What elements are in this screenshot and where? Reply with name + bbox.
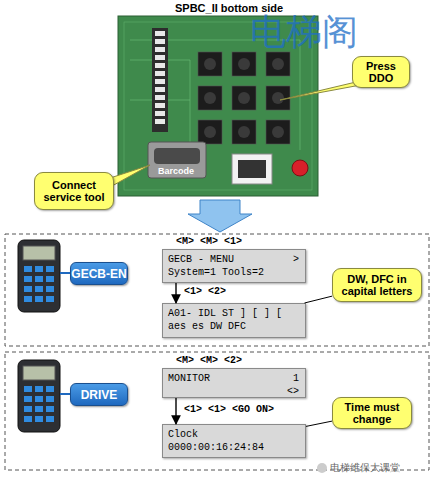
- connector: [175, 283, 176, 303]
- panel-frame: [5, 234, 429, 346]
- node-text: MONITOR: [168, 372, 300, 385]
- key-sequence: <M> <M> <2>: [176, 355, 242, 366]
- lcd-screen: MONITOR1<>: [162, 368, 306, 398]
- device-tag: GECB-EN: [70, 262, 128, 285]
- connector-label: Barcode: [158, 166, 194, 176]
- node-text: 1: [293, 372, 299, 385]
- node-text: aes es DW DFC: [168, 320, 300, 333]
- node-text: DW, DFC in capital letters: [337, 273, 417, 297]
- watermark: 电梯维保大课堂: [330, 461, 400, 475]
- lcd-screen: GECB - MENU>System=1 Tools=2: [162, 249, 306, 283]
- node-text: Clock: [168, 428, 300, 441]
- node-text: 0000:00:16:24:84: [168, 441, 300, 454]
- node-text: <>: [287, 385, 299, 398]
- edge-label: <1> <2>: [184, 286, 226, 297]
- callout-box: DW, DFC in capital letters: [332, 268, 422, 302]
- device-tag: DRIVE: [70, 383, 128, 406]
- node-text: >: [293, 253, 299, 266]
- node-text: GECB-EN: [71, 267, 126, 281]
- node-text: Press DDO: [357, 60, 405, 84]
- node-text: GECB - MENU: [168, 253, 300, 266]
- lcd-screen: Clock0000:00:16:24:84: [162, 424, 306, 458]
- lcd-screen: A01- IDL ST ] [ ] [aes es DW DFC: [162, 303, 306, 338]
- service-tool-device: [18, 240, 60, 312]
- node-text: A01- IDL ST ] [ ] [: [168, 307, 300, 320]
- watermark: 电梯阁: [250, 8, 358, 57]
- connector: [306, 421, 332, 426]
- node-text: DRIVE: [81, 388, 118, 402]
- service-tool-device: [18, 360, 60, 432]
- callout-box: Connect service tool: [34, 172, 114, 210]
- callout-box: Press DDO: [352, 56, 410, 88]
- connector: [304, 296, 332, 303]
- key-sequence: <M> <M> <1>: [176, 236, 242, 247]
- watermark-icon: [317, 463, 327, 473]
- callout-box: Time must change: [332, 397, 412, 429]
- node-text: Time must change: [337, 401, 407, 425]
- panel-frame: [5, 352, 429, 470]
- edge-label: <1> <1> <GO ON>: [184, 404, 274, 415]
- node-text: Connect service tool: [39, 179, 109, 203]
- tag-link: [60, 393, 70, 395]
- flow-arrow: [188, 200, 252, 232]
- connector: [175, 398, 176, 424]
- node-text: System=1 Tools=2: [168, 266, 300, 279]
- tag-link: [60, 272, 70, 274]
